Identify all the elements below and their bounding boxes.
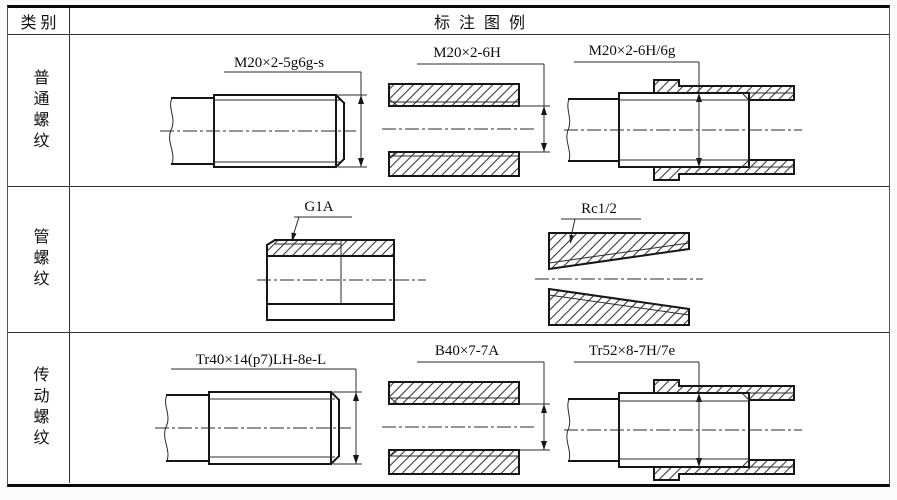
row-transmission-thread: 传动螺纹 Tr40×14(p7)LH-8e-L [8,333,889,483]
drawing-taper-pipe-thread: Rc1/2 [535,201,703,326]
drawing-internal-transmission-thread: B40×7-7A [382,343,550,475]
drawings-pipe-thread: G1A Rc1/2 [70,187,889,332]
category-label: 传动螺纹 [30,366,48,450]
category-cell-pipe-thread: 管螺纹 [8,187,70,332]
legend-header-cell: 标注图例 [433,15,534,32]
drawing-external-metric-thread: M20×2-5g6g-s [160,55,367,169]
category-header-cell: 类别 [8,8,70,34]
thread-designation-label: M20×2-6H [433,45,501,61]
drawing-assembled-metric-thread: M20×2-6H/6g [564,43,802,181]
thread-designation-label: Rc1/2 [581,201,617,217]
category-label: 普通螺纹 [30,68,48,153]
drawing-parallel-pipe-thread: G1A [257,199,426,321]
thread-marking-table: 类别 标注图例 普通螺纹 M20×2-5g6g-s [7,5,890,487]
thread-designation-label: G1A [304,199,333,215]
category-label: 管螺纹 [30,228,48,291]
drawings-ordinary-thread: M20×2-5g6g-s [70,35,889,186]
thread-designation-label: M20×2-5g6g-s [234,55,324,71]
category-cell-transmission-thread: 传动螺纹 [8,333,70,483]
thread-designation-label: Tr52×8-7H/7e [589,343,676,359]
thread-designation-label: B40×7-7A [435,343,499,359]
drawings-transmission-thread: Tr40×14(p7)LH-8e-L [70,333,889,483]
drawing-internal-metric-thread: M20×2-6H [382,45,550,177]
drawing-external-trapezoidal-thread: Tr40×14(p7)LH-8e-L [155,352,362,466]
drawing-assembled-transmission-thread: Tr52×8-7H/7e [564,343,802,481]
row-pipe-thread: 管螺纹 G1A [8,187,889,333]
table-header-row: 类别 标注图例 [8,8,889,35]
row-ordinary-thread: 普通螺纹 M20×2-5g6g-s [8,35,889,187]
thread-designation-label: M20×2-6H/6g [589,43,676,59]
category-cell-ordinary-thread: 普通螺纹 [8,35,70,186]
thread-designation-label: Tr40×14(p7)LH-8e-L [196,352,326,368]
